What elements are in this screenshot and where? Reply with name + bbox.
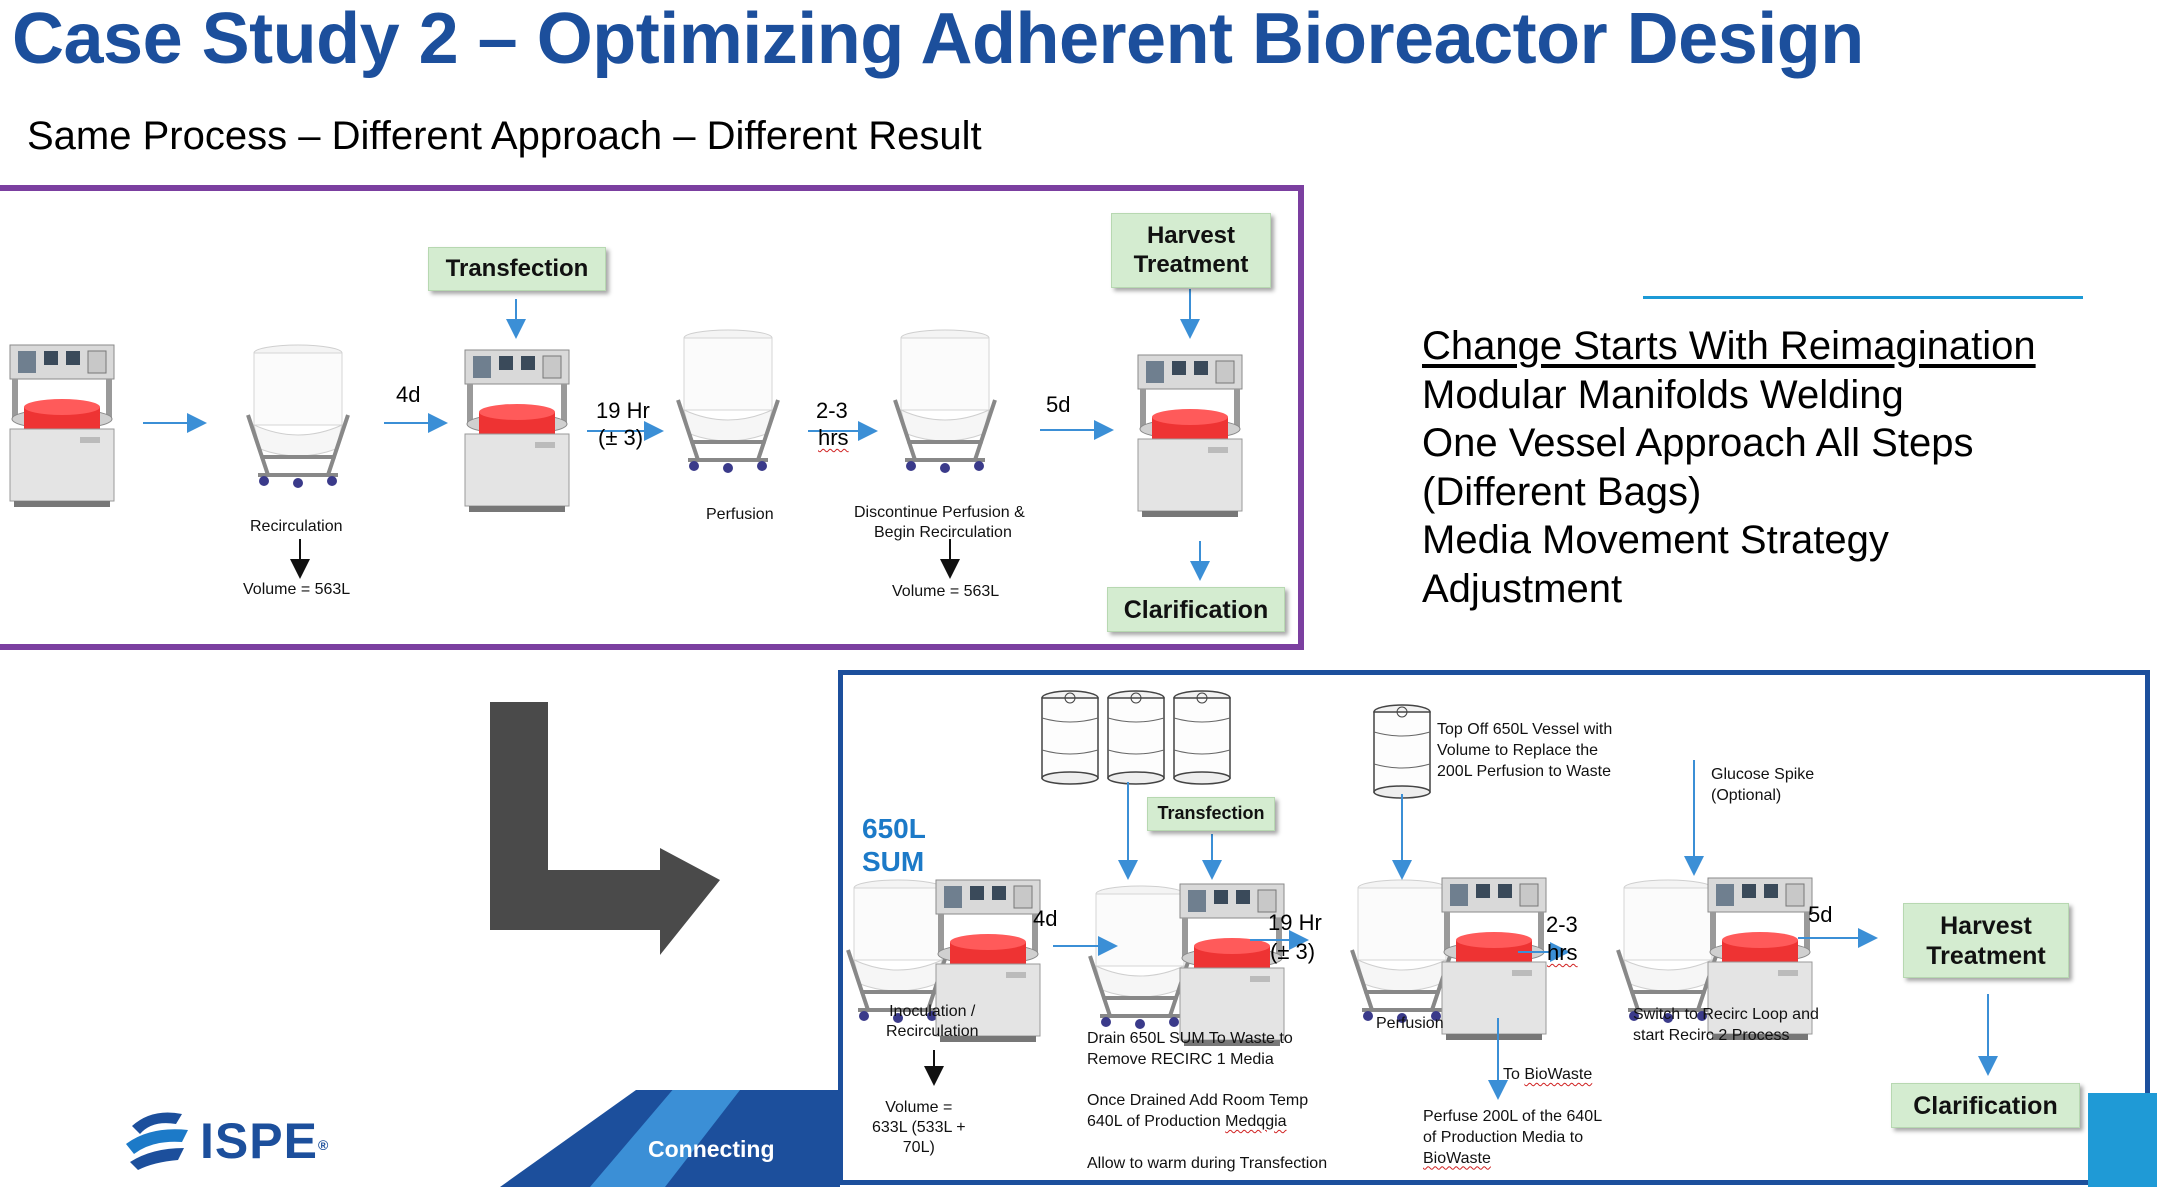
corner-accent xyxy=(2088,1093,2157,1187)
reimagination-heading: Change Starts With Reimagination xyxy=(1422,324,2036,368)
transfection-box-bottom: Transfection xyxy=(1147,797,1275,831)
bag-cart-3 xyxy=(893,328,997,475)
volume-label-1: Volume = 563L xyxy=(243,581,351,598)
step-19hr-pm-bottom: (± 3) xyxy=(1270,939,1316,964)
transfection-box-top: Transfection xyxy=(428,247,606,291)
clarification-box-top: Clarification xyxy=(1107,587,1285,632)
drain-line2: Remove RECIRC 1 Media xyxy=(1087,1050,1274,1068)
step-23-unit-bottom: hrs xyxy=(1547,940,1578,965)
discontinue-label-2: Begin Recirculation xyxy=(874,524,1012,541)
bag-cart-2 xyxy=(676,328,780,475)
footer-connecting: Connecting xyxy=(648,1136,775,1162)
step-23-bottom: 2-3 xyxy=(1546,912,1578,937)
bag-cart-b2 xyxy=(1088,884,1192,1031)
step-5d-bottom: 5d xyxy=(1808,902,1833,927)
list-item: One Vessel Approach All Steps xyxy=(1422,421,1974,465)
bioreactor-unit-b2 xyxy=(1179,883,1285,1047)
media-drum-3 xyxy=(1173,690,1231,785)
inoculation-line2: Recirculation xyxy=(886,1023,979,1040)
harvest-treatment-box-top: Harvest Treatment xyxy=(1111,213,1271,288)
volume-label-bottom: Volume = 633L (533L + 70L) xyxy=(872,1098,966,1158)
inoculation-line1: Inoculation / xyxy=(889,1003,976,1020)
perfuse-note: Perfuse 200L of the 640L of Production M… xyxy=(1423,1107,1602,1169)
perfuse-line2: of Production Media to xyxy=(1423,1128,1584,1146)
perfusion-label-bottom: Perfusion xyxy=(1376,1015,1444,1032)
clarification-box-bottom: Clarification xyxy=(1891,1083,2080,1128)
drained-note: Once Drained Add Room Temp 640L of Produ… xyxy=(1087,1091,1308,1133)
to-biowaste-prefix: To xyxy=(1503,1066,1525,1083)
drained-line1: Once Drained Add Room Temp xyxy=(1087,1092,1309,1109)
media-drum-2 xyxy=(1107,690,1165,785)
ispe-logo-text: ISPE® xyxy=(200,1112,329,1170)
bioreactor-unit-2 xyxy=(464,349,570,513)
topoff-line3: 200L Perfusion to Waste xyxy=(1437,762,1612,780)
topoff-line2: Volume to Replace the xyxy=(1437,741,1598,759)
volume-line1: Volume = xyxy=(885,1099,953,1116)
step-19hr-bottom: 19 Hr xyxy=(1268,910,1322,935)
ispe-logo-icon xyxy=(126,1112,188,1170)
to-biowaste-word: BioWaste xyxy=(1524,1066,1593,1083)
perfusion-label-top: Perfusion xyxy=(706,506,774,523)
optimized-process-graphics xyxy=(846,690,1998,1100)
list-item: Adjustment xyxy=(1422,566,1623,611)
switch-note: Switch to Recirc Loop and start Recirc 2… xyxy=(1633,1005,1819,1047)
step-23-unit-top: hrs xyxy=(818,425,849,450)
step-4d-top: 4d xyxy=(396,382,421,407)
current-process-graphics xyxy=(9,289,1243,581)
sum-label: 650L SUM xyxy=(862,812,926,878)
ispe-logo-word: ISPE xyxy=(200,1113,318,1169)
volume-label-2: Volume = 563L xyxy=(892,583,1000,600)
glucose-line2: (Optional) xyxy=(1711,786,1782,804)
sum-label-line2: SUM xyxy=(862,846,925,877)
inoculation-label: Inoculation / Recirculation xyxy=(886,1002,978,1042)
switch-line2: start Recirc 2 Process xyxy=(1633,1026,1790,1044)
recirculation-label: Recirculation xyxy=(250,518,343,535)
drain-line1: Drain 650L SUM To Waste to xyxy=(1087,1030,1293,1047)
drained-line2-misspelled: Medqgia xyxy=(1225,1112,1287,1130)
warm-note: Allow to warm during Transfection xyxy=(1087,1155,1328,1172)
media-drum-1 xyxy=(1041,690,1099,785)
step-19hr-pm-top: (± 3) xyxy=(598,425,644,450)
bag-cart-b3 xyxy=(1350,878,1454,1025)
harvest-treatment-box-bottom: Harvest Treatment xyxy=(1903,903,2069,978)
switch-line1: Switch to Recirc Loop and xyxy=(1633,1006,1819,1023)
drain-note: Drain 650L SUM To Waste to Remove RECIRC… xyxy=(1087,1029,1293,1071)
volume-line3: 70L) xyxy=(902,1139,935,1156)
drained-line2: 640L of Production Medqgia xyxy=(1087,1112,1308,1133)
page-subtitle: Same Process – Different Approach – Diff… xyxy=(27,114,982,158)
glucose-note: Glucose Spike (Optional) xyxy=(1711,765,1814,807)
media-drum-4 xyxy=(1373,704,1431,799)
discontinue-label-1: Discontinue Perfusion & xyxy=(854,504,1025,521)
transition-arrow xyxy=(490,702,720,955)
topoff-line1: Top Off 650L Vessel with xyxy=(1437,721,1613,738)
bioreactor-unit-3 xyxy=(1137,354,1243,518)
topoff-note: Top Off 650L Vessel with Volume to Repla… xyxy=(1437,720,1612,782)
accent-line xyxy=(1643,296,2083,299)
drained-line2-text: 640L of Production xyxy=(1087,1112,1226,1130)
bag-cart-1 xyxy=(246,343,350,490)
current-process-panel xyxy=(0,185,1304,650)
step-19hr-top: 19 Hr xyxy=(596,398,650,423)
perfuse-line1: Perfuse 200L of the 640L xyxy=(1423,1108,1603,1125)
bioreactor-unit-b3 xyxy=(1441,877,1547,1041)
reimagination-list: Change Starts With Reimagination Modular… xyxy=(1422,322,2036,613)
to-biowaste-label: To BioWaste xyxy=(1503,1065,1592,1086)
glucose-line1: Glucose Spike xyxy=(1711,766,1815,783)
step-23-top: 2-3 xyxy=(816,398,848,423)
page-title: Case Study 2 – Optimizing Adherent Biore… xyxy=(12,0,1864,79)
perfuse-line3: BioWaste xyxy=(1423,1149,1491,1167)
sum-label-line1: 650L xyxy=(862,813,926,844)
list-item: Media Movement Strategy xyxy=(1422,518,1889,562)
bioreactor-unit-1 xyxy=(9,344,115,508)
ispe-logo-mark: ® xyxy=(317,1136,330,1153)
step-4d-bottom: 4d xyxy=(1033,906,1058,931)
bag-cart-b4 xyxy=(1616,878,1720,1025)
volume-line2: 633L (533L + xyxy=(872,1119,966,1136)
list-item: (Different Bags) xyxy=(1422,469,1702,514)
list-item: Modular Manifolds Welding xyxy=(1422,372,1904,417)
step-5d-top: 5d xyxy=(1046,392,1071,417)
